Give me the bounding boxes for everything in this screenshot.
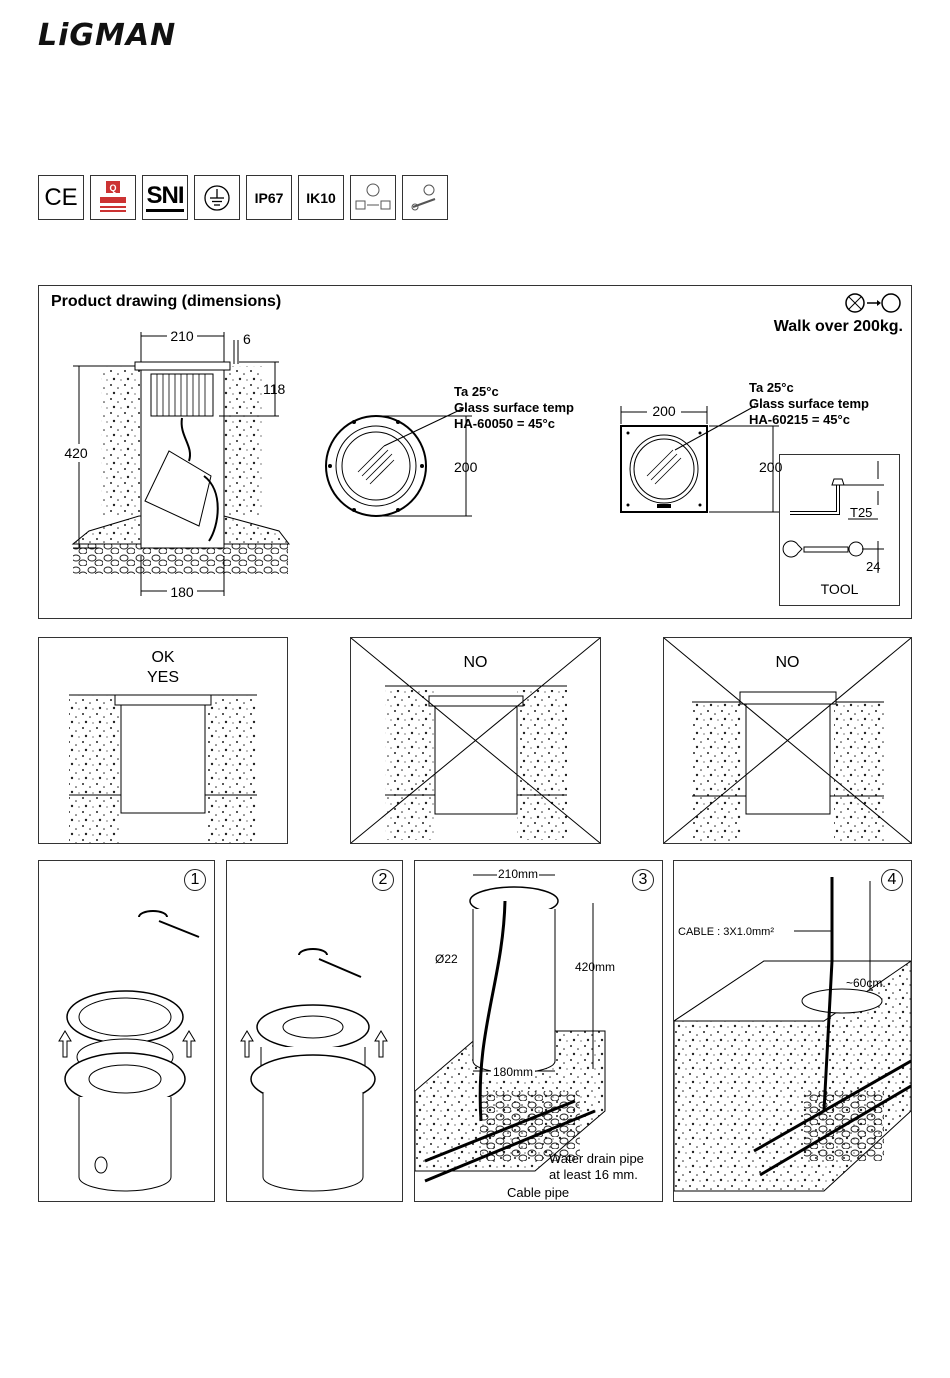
dim-height: 420 — [64, 445, 88, 461]
step3-base-dim: 180mm — [493, 1065, 533, 1079]
dim-base: 180 — [170, 584, 194, 600]
step-1-illustration — [58, 910, 200, 1192]
step-2-panel: 2 — [226, 860, 403, 1202]
voltage-icon — [350, 175, 396, 220]
driver-icon — [402, 175, 448, 220]
tool-label: TOOL — [820, 581, 859, 597]
step-number: 2 — [372, 869, 394, 891]
product-drawing-panel: Product drawing (dimensions) Walk over 2… — [38, 285, 912, 619]
step3-drain: Water drain pipe — [549, 1151, 644, 1166]
square-dim-width: 200 — [652, 403, 676, 419]
step3-height-dim: 420mm — [575, 960, 615, 974]
step4-cable: CABLE : 3X1.0mm² — [678, 926, 774, 938]
no-label-2: NO — [775, 654, 800, 671]
install-ok-panel: OK YES — [38, 637, 288, 844]
round-top-view: 200 Ta 25°c Glass surface temp HA-60050 … — [325, 384, 574, 517]
step-number: 4 — [881, 869, 903, 891]
dim-width-top: 210 — [170, 328, 194, 344]
dim-head-depth: 118 — [263, 381, 286, 397]
ik-rating-badge: IK10 — [298, 175, 344, 220]
no-label-1: NO — [463, 654, 488, 671]
ip-rating-badge: IP67 — [246, 175, 292, 220]
step-4-illustration: CABLE : 3X1.0mm² ~60cm. — [674, 877, 911, 1192]
step-number: 3 — [632, 869, 654, 891]
svg-text:Q: Q — [109, 183, 116, 193]
step-3-illustration: 210mm 420mm Ø22 180mm Water drain pipe a… — [415, 867, 644, 1200]
drawing-title: Product drawing (dimensions) — [51, 293, 282, 310]
dim-flange: 6 — [243, 331, 251, 347]
round-dim: 200 — [454, 459, 478, 475]
sirim-mark-icon: Q — [90, 175, 136, 220]
step4-length: ~60cm. — [846, 976, 886, 990]
square-glass-temp: Glass surface temp — [749, 396, 869, 411]
step-4-panel: 4 CABLE : 3X1.0mm² ~60cm. — [673, 860, 912, 1202]
square-top-view: 200 200 Ta 25°c Glass surface temp HA-60… — [620, 380, 869, 513]
round-model: HA-60050 = 45°c — [454, 416, 555, 431]
step3-cable-pipe: Cable pipe — [507, 1185, 569, 1200]
walk-over-label: Walk over 200kg. — [773, 318, 903, 335]
step-3-panel: 3 210mm 420mm Ø22 180mm Water drain pipe… — [414, 860, 663, 1202]
step-2-illustration — [240, 948, 388, 1192]
brand-logo: LiGMAN — [38, 18, 177, 53]
round-glass-temp: Glass surface temp — [454, 400, 574, 415]
step-1-panel: 1 — [38, 860, 215, 1202]
square-dim-height: 200 — [759, 459, 783, 475]
step-number: 1 — [184, 869, 206, 891]
ok-label: OK YES — [146, 649, 179, 686]
luminaire-tool-icon — [845, 293, 901, 313]
tool-box: T25 24 TOOL — [779, 454, 900, 606]
step3-top-dim: 210mm — [498, 867, 538, 881]
ce-mark-icon: CE — [38, 175, 84, 220]
sni-mark-icon: SNI — [142, 175, 188, 220]
install-no-panel-1: NO — [350, 637, 601, 844]
square-ta: Ta 25°c — [749, 380, 794, 395]
section-drawing: 210 6 118 420 180 — [61, 328, 291, 600]
tool-hex-size: T25 — [850, 505, 872, 520]
earth-icon — [194, 175, 240, 220]
step3-drain2: at least 16 mm. — [549, 1167, 638, 1182]
step3-dia: Ø22 — [435, 952, 458, 966]
tool-spanner-size: 24 — [866, 559, 880, 574]
install-no-panel-2: NO — [663, 637, 912, 844]
round-ta: Ta 25°c — [454, 384, 499, 399]
square-model: HA-60215 = 45°c — [749, 412, 850, 427]
